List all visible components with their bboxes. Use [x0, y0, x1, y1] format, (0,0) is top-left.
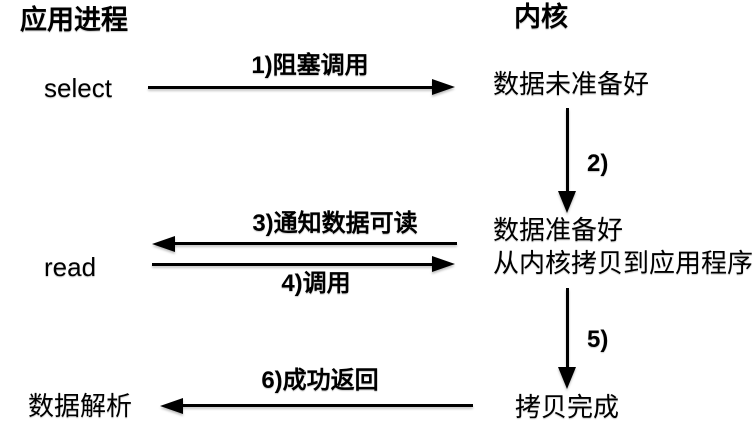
label-step1-blocking-call: 1)阻塞调用 — [251, 52, 369, 79]
label-step4-call: 4)调用 — [281, 270, 351, 297]
arrow-step4-line — [152, 263, 434, 266]
label-step5: 5) — [587, 326, 609, 353]
arrow-step2-line — [566, 108, 569, 193]
column-title-kernel: 内核 — [514, 2, 568, 32]
arrow-step1-line — [148, 86, 436, 89]
node-data-not-ready: 数据未准备好 — [493, 69, 650, 99]
arrow-step5-down-arrowhead-icon — [558, 367, 576, 389]
arrow-step3-line — [174, 242, 457, 245]
label-step2: 2) — [587, 150, 609, 177]
node-copy-to-app-line2: 从内核拷贝到应用程序 — [493, 248, 754, 278]
label-step3-notify-readable: 3)通知数据可读 — [252, 210, 418, 237]
label-step6-success-return: 6)成功返回 — [261, 367, 379, 394]
node-copy-complete: 拷贝完成 — [515, 392, 620, 422]
arrow-step6-line — [182, 404, 473, 407]
arrow-step6-left-arrowhead-icon — [160, 398, 183, 414]
arrow-step1-right-arrowhead-icon — [432, 79, 455, 95]
column-title-application-process: 应用进程 — [20, 5, 128, 35]
node-read-call: read — [44, 252, 97, 282]
node-data-parse: 数据解析 — [28, 391, 133, 421]
arrow-step5-line — [566, 288, 569, 369]
node-select-call: select — [44, 73, 112, 103]
node-data-ready-line1: 数据准备好 — [493, 215, 624, 245]
arrow-step2-down-arrowhead-icon — [558, 191, 576, 213]
arrow-step3-left-arrowhead-icon — [152, 236, 175, 252]
arrow-step4-right-arrowhead-icon — [432, 256, 455, 272]
